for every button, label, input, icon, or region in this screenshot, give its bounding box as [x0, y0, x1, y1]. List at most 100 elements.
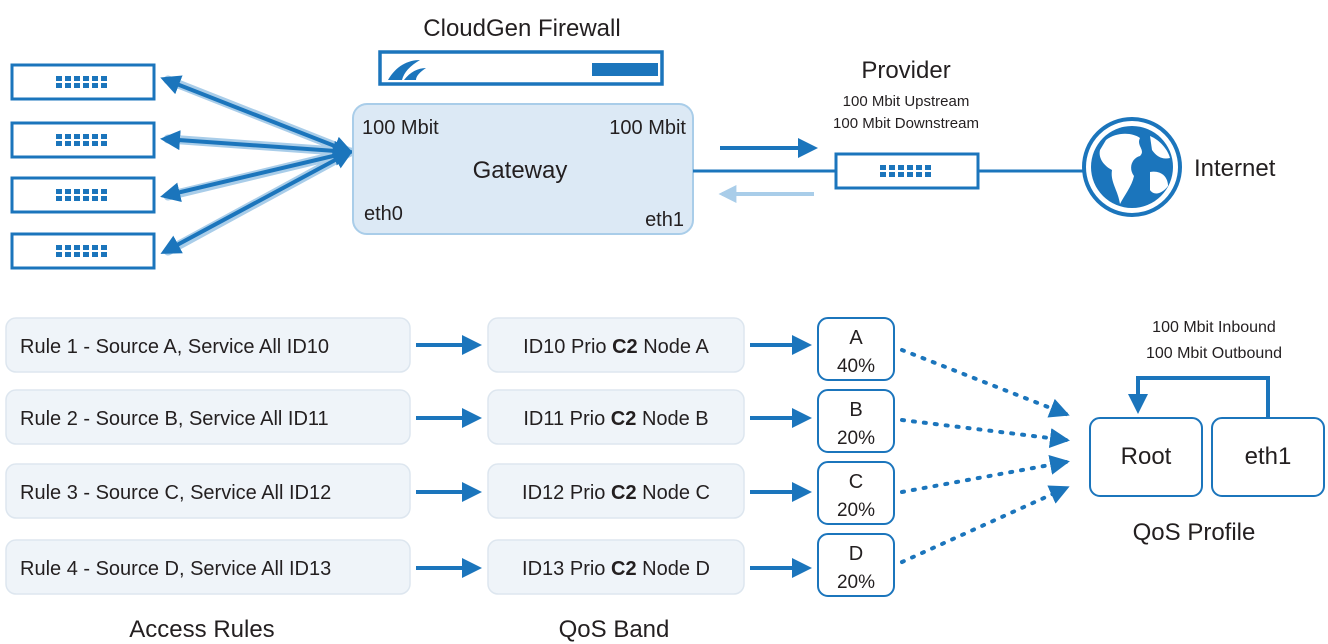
port: [898, 165, 904, 170]
dotted-arrow: [900, 348, 1070, 418]
port: [56, 141, 62, 146]
gateway-left-speed: 100 Mbit: [362, 117, 439, 139]
port: [83, 76, 89, 81]
port: [898, 172, 904, 177]
port: [56, 134, 62, 139]
port: [83, 83, 89, 88]
profile-outbound: 100 Mbit Outbound: [1146, 345, 1282, 362]
qos-nodes: A 40% B 20% C 20% D 20%: [817, 317, 895, 597]
svg-text:ID13 Prio C2: ID13 Prio C2 Node D: [522, 558, 710, 580]
port: [916, 172, 922, 177]
gateway-right-speed: 100 Mbit: [609, 117, 686, 139]
port: [56, 252, 62, 257]
port: [56, 189, 62, 194]
port-icon: [56, 245, 107, 257]
port: [65, 189, 71, 194]
client-switch-2: [10, 121, 156, 159]
rule-band-arrows: [416, 335, 482, 578]
port: [916, 165, 922, 170]
band-prio: Prio: [571, 336, 607, 358]
qos-node: B 20%: [817, 389, 895, 453]
qos-node: A 40%: [817, 317, 895, 381]
port-icon: [56, 189, 107, 201]
port: [83, 134, 89, 139]
port: [74, 252, 80, 257]
port: [56, 76, 62, 81]
band-prio: Prio: [570, 408, 606, 430]
access-rule-label: Rule 1 - Source A, Service All ID10: [20, 336, 329, 358]
port: [74, 196, 80, 201]
link-arrow: [160, 145, 354, 203]
port: [83, 141, 89, 146]
qos-node: C 20%: [817, 461, 895, 525]
port-icon: [56, 134, 107, 146]
port: [83, 252, 89, 257]
port: [92, 134, 98, 139]
root-node: Root: [1089, 417, 1203, 497]
port: [907, 165, 913, 170]
band-class: C2: [611, 558, 637, 580]
globe-icon: [1082, 117, 1182, 217]
port: [101, 189, 107, 194]
port: [74, 141, 80, 146]
port: [65, 252, 71, 257]
port: [92, 245, 98, 250]
port: [92, 83, 98, 88]
gateway-right-iface: eth1: [645, 209, 684, 231]
provider-upstream: 100 Mbit Upstream: [843, 93, 970, 110]
qos-band: ID10 Prio C2 Node A: [487, 317, 745, 373]
qos-band: ID12 Prio C2 Node C: [487, 463, 745, 519]
node-letter: B: [849, 399, 862, 421]
dotted-arrow: [900, 455, 1070, 494]
eth1-node: eth1: [1211, 417, 1325, 497]
link-arrow: [160, 150, 354, 254]
access-rule: Rule 3 - Source C, Service All ID12: [5, 463, 411, 519]
qos-band-caption: QoS Band: [559, 616, 670, 643]
access-rule: Rule 1 - Source A, Service All ID10: [5, 317, 411, 373]
port: [65, 134, 71, 139]
access-rule: Rule 2 - Source B, Service All ID11: [5, 389, 411, 445]
port: [101, 245, 107, 250]
gateway-left-iface: eth0: [364, 203, 403, 225]
port-icon: [880, 165, 931, 177]
port: [74, 245, 80, 250]
port: [83, 245, 89, 250]
svg-text:ID10 Prio C2: ID10 Prio C2 Node A: [523, 336, 709, 358]
profile-inbound: 100 Mbit Inbound: [1152, 319, 1276, 336]
port: [880, 172, 886, 177]
svg-text:ID12 Prio C2: ID12 Prio C2 Node C: [522, 482, 710, 504]
port: [907, 172, 913, 177]
provider-switch: [834, 152, 980, 190]
firewall-appliance-icon: [378, 50, 664, 86]
port: [56, 83, 62, 88]
port-icon: [56, 76, 107, 88]
port: [101, 196, 107, 201]
port: [101, 134, 107, 139]
client-links: [160, 75, 355, 256]
dotted-arrow: [900, 485, 1070, 564]
port: [74, 134, 80, 139]
port: [92, 141, 98, 146]
provider-downstream: 100 Mbit Downstream: [833, 115, 979, 132]
port: [101, 252, 107, 257]
qos-bands: ID10 Prio C2 Node A ID11 Prio C2 Node B …: [487, 317, 745, 595]
band-node: Node C: [642, 482, 710, 504]
node-root-arrows: [900, 348, 1070, 564]
eth1-label: eth1: [1245, 443, 1292, 470]
node-percent: 40%: [837, 356, 875, 377]
band-class: C2: [612, 336, 638, 358]
band-class: C2: [611, 482, 637, 504]
node-letter: A: [849, 327, 863, 349]
band-id: ID12: [522, 482, 564, 504]
gateway-label: Gateway: [473, 157, 568, 184]
port: [92, 252, 98, 257]
node-percent: 20%: [837, 572, 875, 593]
client-switch-3: [10, 176, 156, 214]
port: [65, 245, 71, 250]
node-letter: C: [849, 471, 863, 493]
port: [74, 76, 80, 81]
band-node: Node D: [642, 558, 710, 580]
node-percent: 20%: [837, 428, 875, 449]
port: [92, 196, 98, 201]
